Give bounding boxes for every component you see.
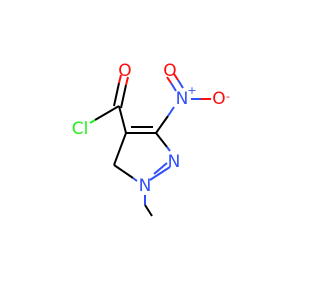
bond-c3-nno2 [155,115,169,134]
nitro-oxygen-charge: - [226,90,230,103]
bond-c3-n2-color [166,146,171,152]
bond-c3-n2 [155,132,168,148]
nitro-oxygen-top-label: O [163,61,176,81]
atom-labels: Cl O N + O O - N N [72,61,230,196]
bond-c5-o-double-b-color [125,76,129,86]
bond-c5ring-n1-color [132,177,138,182]
bond-c5-o-double-a [113,82,120,107]
bond-nno2-o-double-b-color [166,76,172,84]
bond-c3-nno2-color [167,106,175,117]
bond-c4-c5 [118,105,127,134]
carbonyl-oxygen-label: O [118,61,131,81]
chlorine-label: Cl [72,119,89,139]
ring-nitrogen-2-label: N [168,152,181,172]
nitro-nitrogen-charge: + [187,84,196,97]
bond-nno2-o-double-a [177,79,184,89]
bonds [89,73,211,217]
bond-c5-cl [94,105,120,121]
bond-n1-n2 [149,166,171,181]
bond-c4-c5ring [113,132,127,166]
bond-c5-o-double-a-color [118,74,122,84]
bond-c5-cl-color [89,119,96,124]
bond-c5ring-n1 [113,164,134,179]
nitro-nitrogen-label: N [176,89,189,109]
bond-n1-n2-inner [153,162,168,175]
bond-nno2-o-double-b [170,82,177,92]
molecule-structure: Cl O N + O O - N N [72,61,230,217]
bond-nno2-o-double-a-color [173,73,179,81]
bond-n1-methyl-c [144,204,153,217]
nitro-oxygen-label: O [212,89,225,109]
ring-nitrogen-1-label: N [139,176,152,196]
bond-c5-o-double-b [120,84,127,109]
